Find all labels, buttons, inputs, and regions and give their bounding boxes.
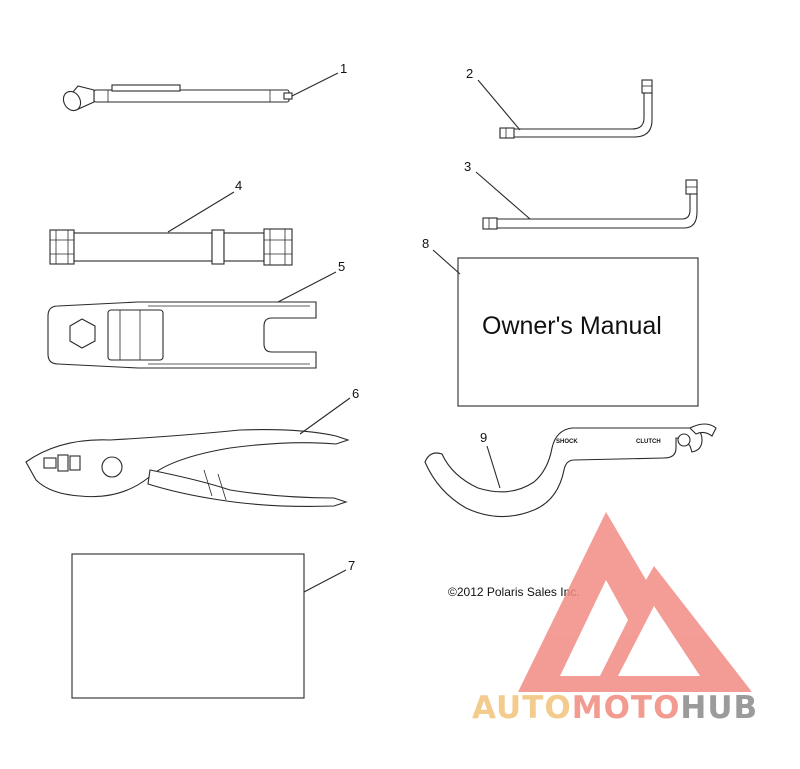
callout-7: 7 bbox=[348, 558, 355, 573]
spanner-label-clutch: CLUTCH bbox=[636, 439, 661, 445]
tire-gauge-part: 1 bbox=[62, 61, 347, 112]
card-part: 7 bbox=[71, 553, 355, 699]
callout-1: 1 bbox=[340, 61, 347, 76]
callout-3: 3 bbox=[464, 159, 471, 174]
callout-5: 5 bbox=[338, 259, 345, 274]
owners-manual-title: Owner's Manual bbox=[482, 312, 662, 340]
callout-9: 9 bbox=[480, 430, 487, 445]
watermark-hub: HUB bbox=[680, 690, 758, 726]
combo-wrench-part: 5 bbox=[47, 259, 345, 369]
hex-key-small-part: 2 bbox=[466, 66, 653, 139]
logo-triangle-mark bbox=[518, 512, 752, 692]
pliers-part: 6 bbox=[25, 386, 359, 507]
callout-6: 6 bbox=[352, 386, 359, 401]
watermark-auto: AUTO bbox=[472, 690, 572, 726]
automotohub-logo: AUTOMOTOHUB bbox=[472, 512, 758, 726]
watermark-moto: MOTO bbox=[572, 690, 681, 726]
callout-8: 8 bbox=[422, 236, 429, 251]
svg-text:AUTOMOTOHUB: AUTOMOTOHUB bbox=[472, 690, 758, 726]
owners-manual-part: Owner's Manual 8 bbox=[422, 236, 699, 407]
callout-4: 4 bbox=[235, 178, 242, 193]
copyright-text: ©2012 Polaris Sales Inc. bbox=[448, 585, 580, 599]
socket-tube-part: 4 bbox=[49, 178, 293, 266]
callout-2: 2 bbox=[466, 66, 473, 81]
hex-key-large-part: 3 bbox=[464, 159, 698, 230]
spanner-label-shock: SHOCK bbox=[556, 439, 578, 445]
spanner-wrench-part: SHOCK CLUTCH 9 bbox=[424, 423, 717, 518]
